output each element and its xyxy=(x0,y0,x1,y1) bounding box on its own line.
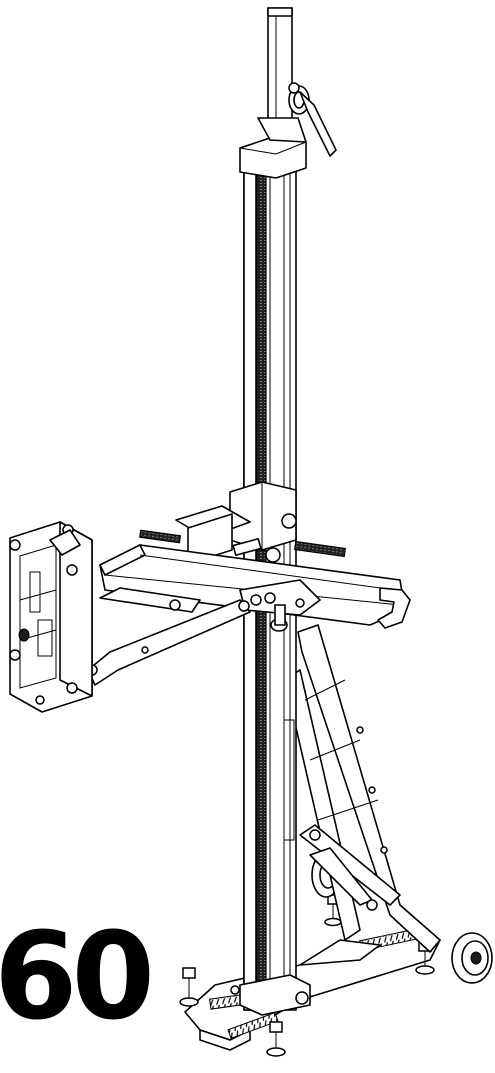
model-number: 60 xyxy=(0,908,155,1047)
lower-support-arm xyxy=(86,587,251,686)
arm-handle xyxy=(377,587,411,629)
transport-wheel xyxy=(451,932,493,984)
arm-slide-carriage xyxy=(239,579,321,632)
clamping-lever xyxy=(288,82,337,157)
column-base-clamp xyxy=(230,974,311,1016)
column-top-cap xyxy=(239,117,307,179)
base-frame xyxy=(184,928,441,1051)
motor-mounting-plate xyxy=(9,521,93,713)
column-extension xyxy=(267,7,293,121)
leveling-screw-mid xyxy=(324,894,342,927)
lower-diagonal-brace xyxy=(299,824,401,911)
leveling-screw-left xyxy=(179,967,199,1007)
leveling-screw-front xyxy=(266,1021,286,1057)
